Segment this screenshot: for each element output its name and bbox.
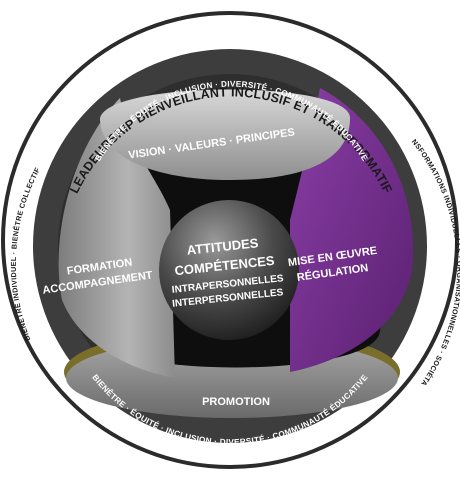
segment-formation — [58, 98, 175, 378]
segment-vision — [100, 89, 350, 180]
promotion-label: PROMOTION — [202, 396, 270, 408]
center-sphere — [159, 200, 299, 340]
